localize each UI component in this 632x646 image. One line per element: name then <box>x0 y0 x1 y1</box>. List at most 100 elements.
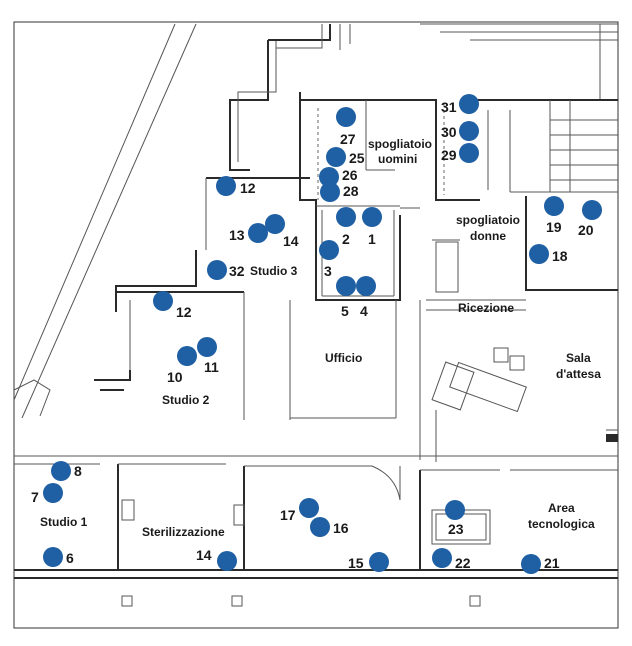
marker-number: 4 <box>360 303 368 319</box>
marker-25: 25 <box>326 147 365 167</box>
room-label-studio1: Studio 1 <box>40 515 88 529</box>
marker-14: 14 <box>265 214 299 249</box>
room-label-sala-line1: Sala <box>566 351 591 365</box>
marker-16: 16 <box>310 517 349 537</box>
marker-number: 10 <box>167 369 183 385</box>
marker-dot <box>177 346 197 366</box>
marker-number: 26 <box>342 167 358 183</box>
marker-dot <box>529 244 549 264</box>
marker-27: 27 <box>336 107 356 147</box>
marker-dot <box>432 548 452 568</box>
marker-dot <box>43 483 63 503</box>
marker-21: 21 <box>521 554 560 574</box>
marker-14: 14 <box>196 547 237 571</box>
marker-11: 11 <box>197 337 219 375</box>
room-label-spogliatoio-uomini-line2: uomini <box>378 152 417 166</box>
marker-30: 30 <box>441 121 479 141</box>
marker-dot <box>459 121 479 141</box>
marker-number: 28 <box>343 183 359 199</box>
marker-dot <box>521 554 541 574</box>
marker-number: 16 <box>333 520 349 536</box>
marker-number: 2 <box>342 231 350 247</box>
marker-4: 4 <box>356 276 376 319</box>
marker-number: 1 <box>368 231 376 247</box>
marker-number: 15 <box>348 555 364 571</box>
marker-dot <box>326 147 346 167</box>
marker-12: 12 <box>216 176 256 196</box>
marker-19: 19 <box>544 196 564 235</box>
marker-22: 22 <box>432 548 471 571</box>
marker-number: 11 <box>204 359 219 375</box>
marker-dot <box>197 337 217 357</box>
marker-number: 8 <box>74 463 82 479</box>
marker-dot <box>369 552 389 572</box>
marker-number: 30 <box>441 124 457 140</box>
marker-number: 3 <box>324 263 332 279</box>
marker-dot <box>310 517 330 537</box>
marker-31: 31 <box>441 94 479 115</box>
room-label-spogliatoio-donne-line2: donne <box>470 229 506 243</box>
marker-32: 32 <box>207 260 245 280</box>
marker-dot <box>459 94 479 114</box>
marker-12: 12 <box>153 291 192 320</box>
marker-number: 20 <box>578 222 594 238</box>
marker-dot <box>265 214 285 234</box>
room-label-area-line1: Area <box>548 501 575 515</box>
marker-number: 5 <box>341 303 349 319</box>
marker-6: 6 <box>43 547 74 567</box>
room-label-spogliatoio-donne-line1: spogliatoio <box>456 213 520 227</box>
marker-3: 3 <box>319 240 339 279</box>
marker-dot <box>248 223 268 243</box>
marker-dot <box>356 276 376 296</box>
marker-dot <box>153 291 173 311</box>
marker-20: 20 <box>578 200 602 238</box>
marker-5: 5 <box>336 276 356 319</box>
room-label-sala-line2: d'attesa <box>556 367 601 381</box>
marker-number: 7 <box>31 489 39 505</box>
staircase <box>549 100 618 192</box>
marker-dot <box>582 200 602 220</box>
marker-number: 14 <box>196 547 212 563</box>
reception-desk <box>431 347 527 462</box>
marker-8: 8 <box>51 461 82 481</box>
marker-29: 29 <box>441 143 479 163</box>
marker-number: 14 <box>283 233 299 249</box>
marker-number: 12 <box>176 304 192 320</box>
room-label-studio3: Studio 3 <box>250 264 298 278</box>
marker-number: 12 <box>240 180 256 196</box>
marker-number: 32 <box>229 263 245 279</box>
marker-number: 31 <box>441 99 457 115</box>
marker-number: 13 <box>229 227 245 243</box>
marker-2: 2 <box>336 207 356 247</box>
marker-dot <box>299 498 319 518</box>
marker-number: 27 <box>340 131 356 147</box>
room-label-sterilizzazione: Sterilizzazione <box>142 525 225 539</box>
room-label-area-line2: tecnologica <box>528 517 595 531</box>
marker-number: 25 <box>349 150 365 166</box>
marker-17: 17 <box>280 498 319 523</box>
marker-23: 23 <box>445 500 465 537</box>
room-label-ufficio: Ufficio <box>325 351 362 365</box>
marker-dot <box>336 276 356 296</box>
marker-10: 10 <box>167 346 197 385</box>
frame-border <box>13 21 619 629</box>
marker-15: 15 <box>348 552 389 572</box>
marker-dot <box>445 500 465 520</box>
marker-number: 6 <box>66 550 74 566</box>
marker-dot <box>51 461 71 481</box>
marker-number: 17 <box>280 507 296 523</box>
marker-dot <box>544 196 564 216</box>
marker-7: 7 <box>31 483 63 505</box>
marker-26: 26 <box>319 167 358 187</box>
marker-number: 19 <box>546 219 562 235</box>
marker-dot <box>336 207 356 227</box>
marker-dot <box>319 240 339 260</box>
room-label-studio2: Studio 2 <box>162 393 210 407</box>
marker-dot <box>459 143 479 163</box>
walls <box>13 23 618 607</box>
marker-dot <box>216 176 236 196</box>
marker-dot <box>320 182 340 202</box>
marker-dot <box>362 207 382 227</box>
